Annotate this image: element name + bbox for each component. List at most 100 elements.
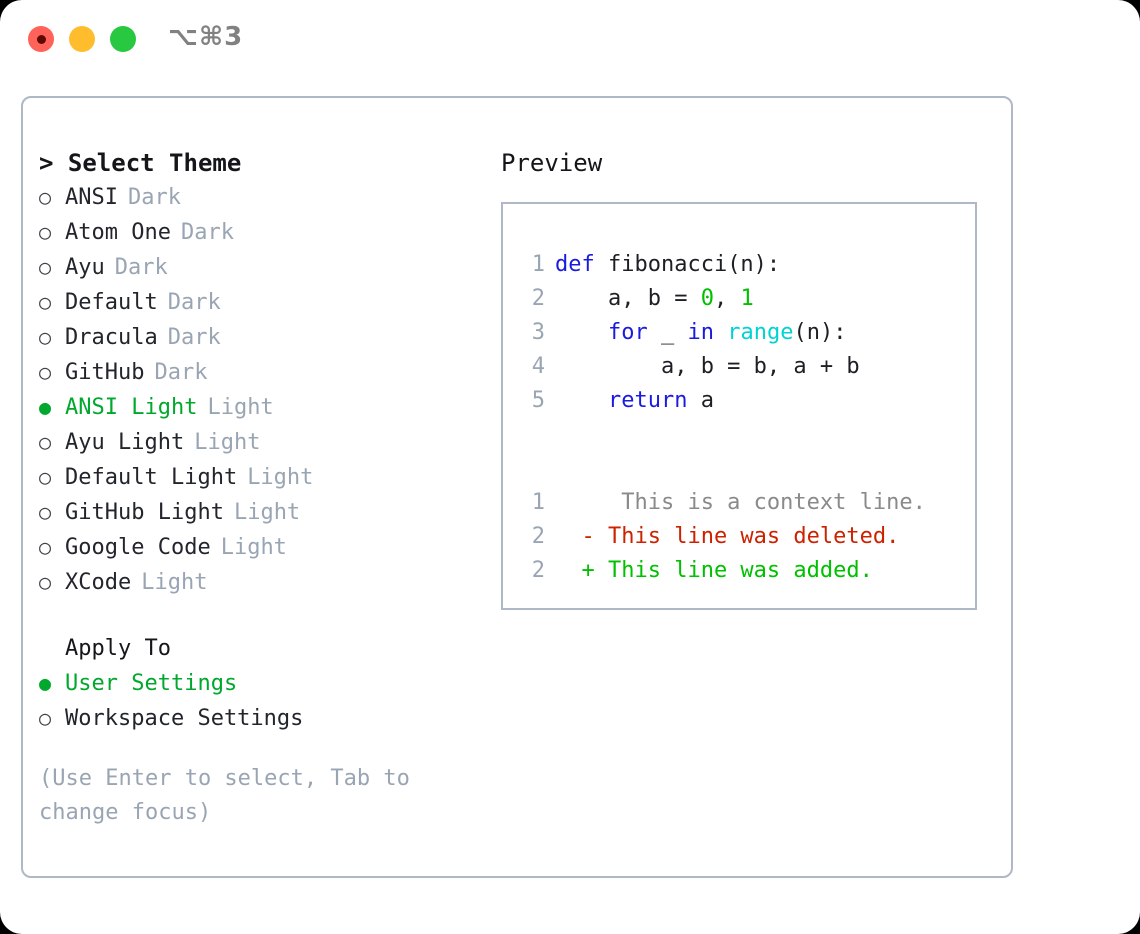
apply-to-list[interactable]: ● User Settings ○ Workspace Settings	[39, 666, 499, 736]
diff-line-add: 2 + This line was added.	[519, 554, 969, 588]
diff-lines: 1 This is a context line.2 - This line w…	[519, 486, 969, 588]
theme-option-atom-one[interactable]: ○ Atom One Dark	[39, 215, 499, 250]
code-token-plain	[555, 388, 608, 413]
line-number: 4	[531, 354, 545, 379]
code-token-fn: range	[727, 320, 794, 345]
diff-text: This is a context line.	[555, 490, 926, 515]
code-token-plain: ,	[713, 286, 741, 311]
code-token-plain: _	[647, 320, 688, 345]
apply-to-option-user-settings[interactable]: ● User Settings	[39, 666, 499, 701]
code-line: 5 return a	[519, 384, 969, 418]
theme-kind-badge: Light	[247, 465, 314, 490]
theme-name: Default	[65, 290, 158, 315]
radio-unselected-icon: ○	[39, 185, 52, 209]
code-token-kw: for	[607, 320, 648, 345]
theme-name: Atom One	[65, 220, 171, 245]
theme-name: GitHub Light	[65, 500, 224, 525]
radio-unselected-icon: ○	[39, 465, 52, 489]
apply-to-label: User Settings	[65, 671, 238, 696]
minimize-button[interactable]	[69, 26, 95, 52]
line-number: 1	[531, 252, 545, 277]
radio-unselected-icon: ○	[39, 570, 52, 594]
code-line: 2 a, b = 0, 1	[519, 282, 969, 316]
theme-option-xcode[interactable]: ○ XCode Light	[39, 565, 499, 600]
theme-option-dracula[interactable]: ○ Dracula Dark	[39, 320, 499, 355]
theme-name: Google Code	[65, 535, 211, 560]
code-token-plain: fibonacci(n):	[607, 252, 781, 277]
code-token-num: 1	[740, 286, 754, 311]
code-text: a, b = 0, 1	[555, 286, 754, 311]
theme-kind-badge: Dark	[127, 185, 181, 210]
code-token-plain: a	[687, 388, 714, 413]
code-line: 4 a, b = b, a + b	[519, 350, 969, 384]
radio-unselected-icon: ○	[39, 706, 52, 730]
theme-option-ansi[interactable]: ○ ANSI Dark	[39, 180, 499, 215]
radio-unselected-icon: ○	[39, 220, 52, 244]
code-line: 1 def fibonacci(n):	[519, 248, 969, 282]
code-line: 3 for _ in range(n):	[519, 316, 969, 350]
line-number: 2	[531, 558, 545, 583]
theme-name: ANSI	[65, 185, 118, 210]
theme-option-github[interactable]: ○ GitHub Dark	[39, 355, 499, 390]
line-number: 2	[531, 524, 545, 549]
maximize-button[interactable]	[110, 26, 136, 52]
code-text: for _ in range(n):	[555, 320, 846, 345]
code-token-plain	[555, 320, 608, 345]
close-button[interactable]	[28, 26, 54, 52]
window-controls	[28, 26, 136, 52]
radio-unselected-icon: ○	[39, 500, 52, 524]
spacer	[39, 600, 499, 632]
code-text: def fibonacci(n):	[555, 252, 780, 277]
code-token-kw: return	[607, 388, 688, 413]
radio-unselected-icon: ○	[39, 535, 52, 559]
apply-to-heading: Apply To	[65, 636, 171, 661]
keyboard-hint: (Use Enter to select, Tab to change focu…	[39, 766, 410, 825]
theme-kind-badge: Light	[207, 395, 274, 420]
theme-name: Default Light	[65, 465, 238, 490]
radio-unselected-icon: ○	[39, 325, 52, 349]
code-token-num: 0	[700, 286, 714, 311]
line-number: 5	[531, 388, 545, 413]
spacer	[519, 418, 969, 452]
theme-name: GitHub	[65, 360, 145, 385]
code-text: return a	[555, 388, 714, 413]
title-bar: ⌥⌘3	[0, 0, 1140, 78]
theme-name: ANSI Light	[65, 395, 198, 420]
code-token-plain: (n):	[793, 320, 847, 345]
preview-heading: Preview	[501, 149, 603, 177]
theme-kind-badge: Dark	[167, 325, 221, 350]
code-token-plain	[714, 320, 727, 345]
code-token-plain: a, b = b, a + b	[555, 354, 860, 379]
select-theme-heading: > Select Theme	[39, 149, 242, 177]
theme-kind-badge: Light	[220, 535, 287, 560]
spacer	[519, 452, 969, 486]
theme-option-default-light[interactable]: ○ Default Light Light	[39, 460, 499, 495]
diff-text: + This line was added.	[555, 558, 873, 583]
theme-kind-badge: Light	[141, 570, 208, 595]
code-token-kw: in	[687, 320, 714, 345]
diff-text: - This line was deleted.	[555, 524, 900, 549]
spacer	[39, 736, 499, 762]
theme-name: XCode	[65, 570, 132, 595]
theme-kind-badge: Light	[194, 430, 261, 455]
radio-unselected-icon: ○	[39, 360, 52, 384]
apply-to-option-workspace-settings[interactable]: ○ Workspace Settings	[39, 701, 499, 736]
theme-name: Dracula	[65, 325, 158, 350]
radio-selected-icon: ●	[39, 671, 52, 695]
theme-kind-badge: Dark	[154, 360, 208, 385]
line-number: 2	[531, 286, 545, 311]
theme-kind-badge: Dark	[180, 220, 234, 245]
theme-option-google-code[interactable]: ○ Google Code Light	[39, 530, 499, 565]
apply-to-label: Workspace Settings	[65, 706, 304, 731]
theme-kind-badge: Dark	[114, 255, 168, 280]
